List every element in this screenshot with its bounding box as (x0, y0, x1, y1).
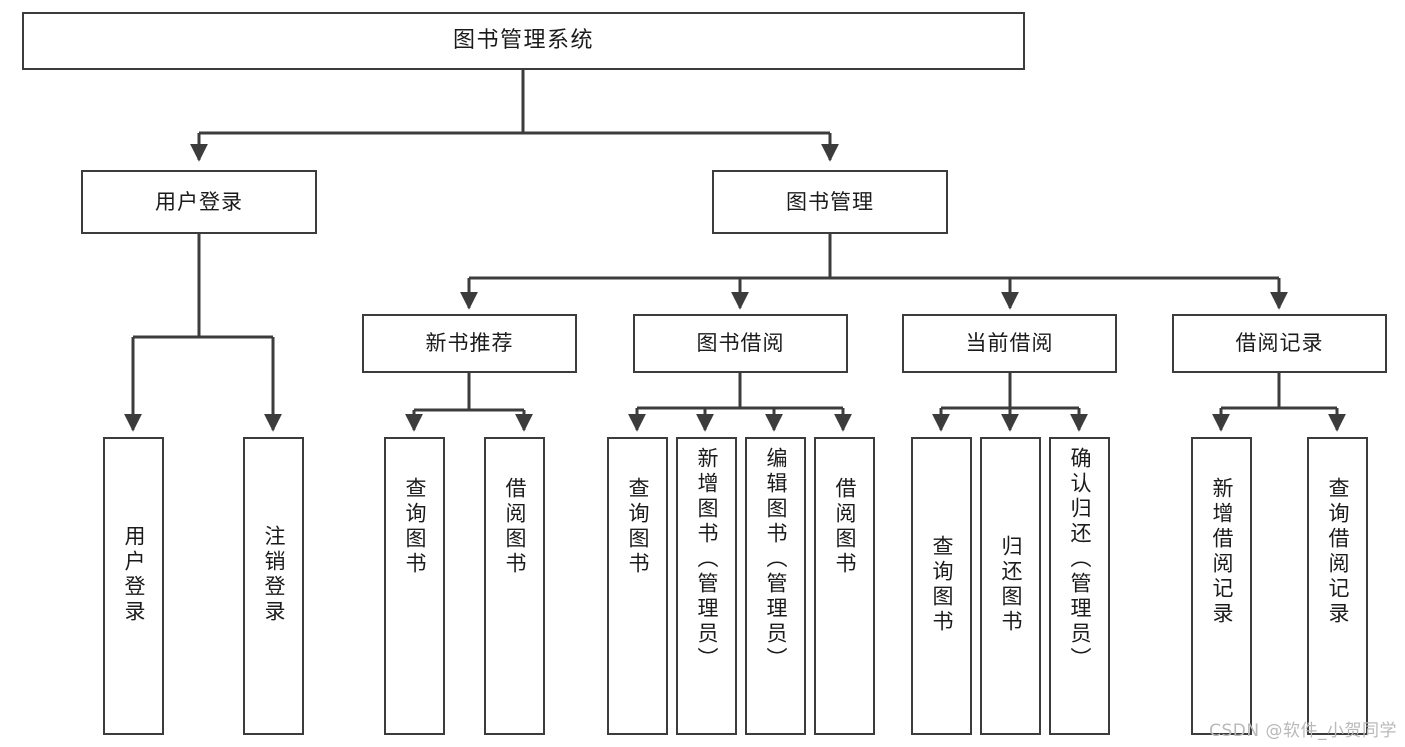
leaf-query-books-borrowing[interactable]: 查询图书 (607, 437, 668, 735)
node-label: 新书推荐 (425, 331, 514, 356)
node-label: 用户登录 (122, 525, 146, 625)
leaf-return-books[interactable]: 归还图书 (980, 437, 1041, 735)
node-borrowing-records[interactable]: 借阅记录 (1172, 314, 1387, 373)
node-label: 用户登录 (155, 189, 243, 214)
node-label: 图书管理系统 (452, 28, 594, 54)
node-label: 查询图书 (403, 477, 427, 577)
node-label: 当前借阅 (965, 331, 1054, 356)
node-label: 借阅图书 (503, 477, 527, 577)
node-label: 借阅记录 (1235, 331, 1324, 356)
node-label: 归还图书 (999, 535, 1023, 635)
node-label: 注销登录 (262, 525, 286, 625)
leaf-logout[interactable]: 注销登录 (243, 437, 304, 735)
node-label: 图书管理 (786, 189, 874, 214)
node-label: 查询图书 (930, 535, 954, 635)
leaf-confirm-return-admin[interactable]: 确认归还（管理员） (1049, 437, 1110, 735)
leaf-add-book-admin[interactable]: 新增图书（管理员） (676, 437, 737, 735)
node-label: 编辑图书（管理员） (764, 447, 788, 672)
node-new-book-recommendation[interactable]: 新书推荐 (362, 314, 577, 373)
leaf-borrow-books-recommendation[interactable]: 借阅图书 (484, 437, 545, 735)
node-label: 新增借阅记录 (1210, 477, 1234, 627)
node-label: 新增图书（管理员） (695, 447, 719, 672)
node-root-book-management-system[interactable]: 图书管理系统 (22, 12, 1025, 70)
node-book-borrowing[interactable]: 图书借阅 (633, 314, 848, 373)
leaf-query-borrow-record[interactable]: 查询借阅记录 (1307, 437, 1368, 735)
leaf-edit-book-admin[interactable]: 编辑图书（管理员） (745, 437, 806, 735)
node-label: 借阅图书 (833, 477, 857, 577)
leaf-borrow-books[interactable]: 借阅图书 (814, 437, 875, 735)
leaf-add-borrow-record[interactable]: 新增借阅记录 (1191, 437, 1252, 735)
csdn-watermark: CSDN @软件_小贺同学 (1209, 721, 1397, 741)
node-label: 查询图书 (626, 477, 650, 577)
node-label: 确认归还（管理员） (1068, 447, 1092, 672)
node-user-login[interactable]: 用户登录 (81, 170, 317, 234)
node-label: 图书借阅 (696, 331, 785, 356)
node-label: 查询借阅记录 (1326, 477, 1350, 627)
node-current-borrowing[interactable]: 当前借阅 (902, 314, 1117, 373)
leaf-query-books-current[interactable]: 查询图书 (911, 437, 972, 735)
node-book-management[interactable]: 图书管理 (712, 170, 948, 234)
leaf-user-login[interactable]: 用户登录 (103, 437, 164, 735)
leaf-query-books-recommendation[interactable]: 查询图书 (384, 437, 445, 735)
